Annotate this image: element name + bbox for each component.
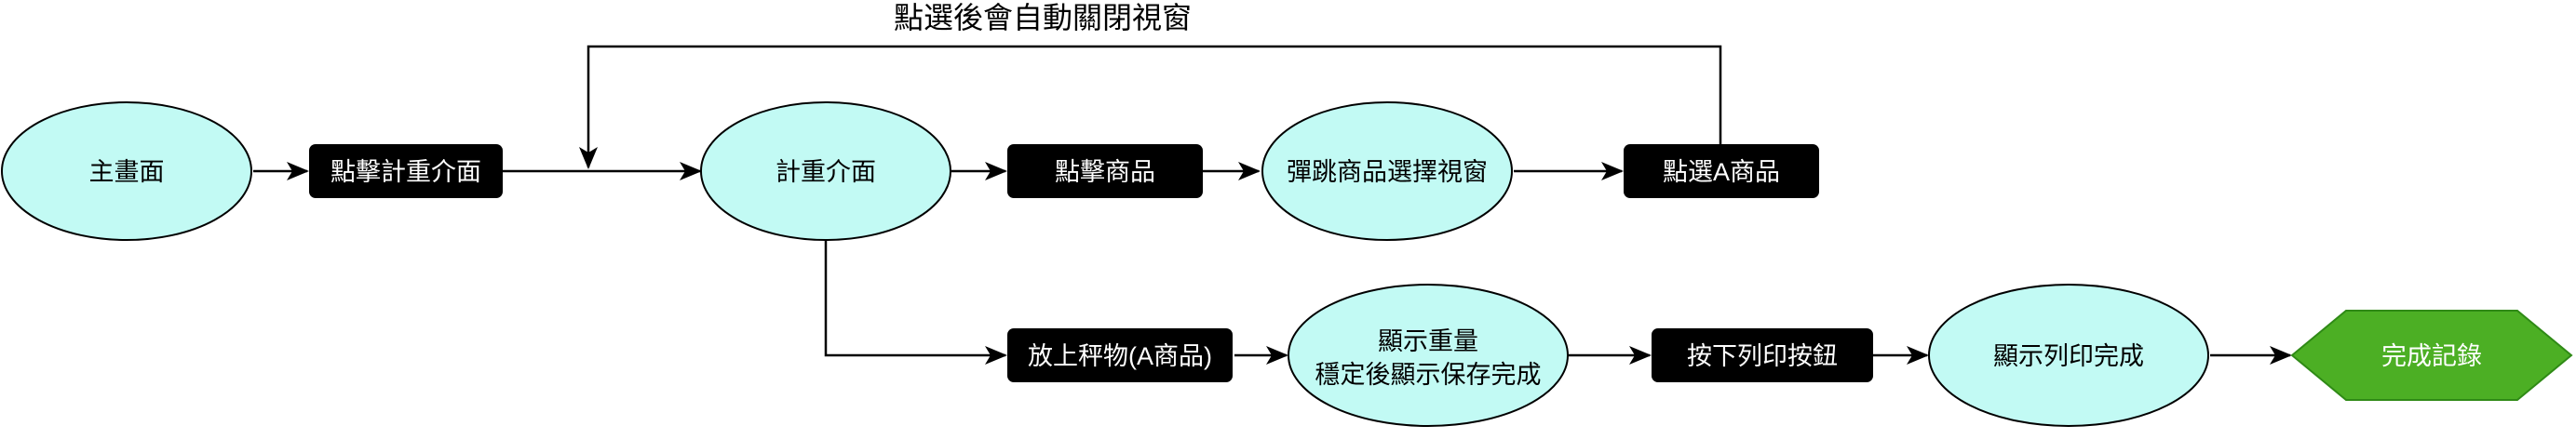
node-show-weight-line2: 穩定後顯示保存完成 bbox=[1315, 361, 1542, 389]
node-complete-record-label: 完成記錄 bbox=[2381, 342, 2482, 370]
node-show-print-done: 顯示列印完成 bbox=[1928, 284, 2209, 427]
node-popup-select-label: 彈跳商品選擇視窗 bbox=[1287, 158, 1488, 186]
node-click-product-label: 點擊商品 bbox=[1055, 158, 1155, 186]
node-place-item-label: 放上秤物(A商品) bbox=[1028, 342, 1212, 370]
edge-selecta-loop-back bbox=[579, 45, 1722, 169]
node-popup-select: 彈跳商品選擇視窗 bbox=[1261, 101, 1513, 241]
node-select-a: 點選A商品 bbox=[1624, 144, 1819, 198]
node-main-screen: 主畫面 bbox=[1, 101, 252, 241]
node-weigh-ui: 計重介面 bbox=[700, 101, 951, 241]
node-show-weight: 顯示重量 穩定後顯示保存完成 bbox=[1288, 284, 1569, 427]
loop-annotation: 點選後會自動關閉視窗 bbox=[894, 1, 1192, 34]
node-press-print-label: 按下列印按鈕 bbox=[1687, 342, 1838, 370]
node-weigh-ui-label: 計重介面 bbox=[775, 158, 876, 186]
node-select-a-label: 點選A商品 bbox=[1663, 158, 1780, 186]
node-place-item: 放上秤物(A商品) bbox=[1007, 328, 1233, 382]
node-click-weigh-ui: 點擊計重介面 bbox=[309, 144, 503, 198]
node-show-weight-line1: 顯示重量 bbox=[1378, 327, 1478, 355]
node-click-weigh-ui-label: 點擊計重介面 bbox=[330, 158, 481, 186]
node-show-print-done-label: 顯示列印完成 bbox=[1993, 342, 2144, 370]
node-press-print: 按下列印按鈕 bbox=[1652, 328, 1873, 382]
node-click-product: 點擊商品 bbox=[1007, 144, 1203, 198]
node-main-screen-label: 主畫面 bbox=[89, 158, 165, 186]
connectors bbox=[253, 45, 2292, 365]
node-complete-record: 完成記錄 bbox=[2290, 310, 2573, 401]
edge-weigh-to-place bbox=[824, 240, 1007, 365]
